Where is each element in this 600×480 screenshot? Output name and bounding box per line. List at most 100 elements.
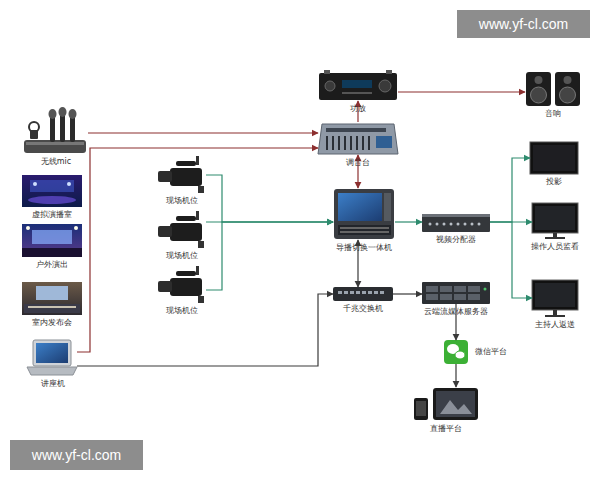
device-node: 导播切换一体机 bbox=[333, 188, 395, 240]
monitor-icon bbox=[535, 283, 575, 307]
signal-connector bbox=[455, 364, 456, 387]
device-label: 虚拟演播室 bbox=[32, 210, 72, 220]
camera-icon bbox=[196, 156, 199, 165]
amplifier-icon bbox=[325, 81, 335, 91]
speaker-icon bbox=[560, 87, 576, 103]
server-icon bbox=[426, 294, 438, 300]
virtual-studio-photo bbox=[30, 180, 74, 192]
video-distributor-icon bbox=[436, 223, 439, 226]
amplifier-icon bbox=[386, 70, 392, 74]
monitor-icon bbox=[545, 237, 565, 239]
device-node: 讲座机 bbox=[28, 340, 77, 376]
switcher-console-icon bbox=[340, 231, 389, 233]
device-label: 调音台 bbox=[346, 158, 370, 168]
network-switch-icon bbox=[350, 291, 354, 294]
device-label: 主持人返送 bbox=[535, 320, 575, 330]
switcher-console-icon bbox=[338, 225, 391, 235]
device-label: 功放 bbox=[350, 104, 366, 114]
wireless-mic-icon bbox=[49, 109, 57, 119]
speaker-icon bbox=[555, 72, 580, 106]
laptop-icon bbox=[33, 340, 71, 366]
video-distributor-icon bbox=[478, 223, 481, 226]
wireless-mic-icon bbox=[30, 130, 38, 139]
network-switch-icon bbox=[333, 287, 393, 301]
signal-connector bbox=[206, 175, 333, 222]
amplifier-icon bbox=[342, 80, 372, 88]
indoor-launch-photo bbox=[28, 306, 76, 308]
mixer-icon bbox=[338, 136, 340, 150]
monitor-icon bbox=[532, 280, 578, 310]
live-platform-icon bbox=[440, 400, 472, 414]
camera-icon bbox=[158, 156, 204, 303]
server-icon bbox=[422, 282, 490, 304]
indoor-launch-photo bbox=[24, 304, 80, 313]
live-platform-icon bbox=[414, 398, 428, 420]
camera-icon bbox=[198, 186, 204, 193]
device-node: 云端流媒体服务器 bbox=[422, 282, 490, 304]
virtual-studio-photo bbox=[28, 196, 76, 204]
amplifier-icon bbox=[319, 73, 397, 100]
device-node: 直播平台 bbox=[412, 387, 479, 421]
device-node: 现场机位 bbox=[158, 212, 206, 248]
signal-connector bbox=[398, 91, 525, 92]
device-node: 虚拟演播室 bbox=[22, 175, 82, 207]
indoor-launch-photo bbox=[22, 282, 82, 315]
wireless-mic-icon bbox=[24, 140, 86, 153]
device-label: 导播切换一体机 bbox=[336, 243, 392, 253]
signal-connector bbox=[395, 221, 422, 222]
speaker-icon bbox=[526, 72, 551, 106]
device-node: 投影 bbox=[530, 142, 578, 174]
watermark: www.yf-cl.com bbox=[457, 10, 590, 38]
network-switch-icon bbox=[333, 287, 393, 301]
mixer-icon bbox=[326, 136, 328, 150]
camera-icon bbox=[196, 266, 199, 275]
camera-icon bbox=[196, 211, 199, 220]
network-switch-icon bbox=[338, 291, 342, 294]
server-icon bbox=[426, 286, 480, 300]
network-switch-icon bbox=[362, 291, 366, 294]
camera-icon bbox=[176, 216, 196, 221]
device-label: 室内发布会 bbox=[32, 318, 72, 328]
signal-connector bbox=[77, 294, 333, 366]
virtual-studio-photo bbox=[67, 182, 71, 186]
live-platform-icon bbox=[436, 391, 475, 417]
device-node: 调音台 bbox=[318, 122, 398, 155]
live-platform-icon bbox=[416, 401, 426, 416]
signal-connector bbox=[88, 132, 318, 133]
amplifier-icon bbox=[319, 70, 397, 100]
mixer-icon bbox=[356, 136, 358, 150]
server-icon bbox=[422, 282, 490, 304]
device-label: 微信平台 bbox=[475, 347, 507, 357]
amplifier-icon bbox=[324, 70, 330, 74]
network-switch-icon bbox=[338, 291, 384, 294]
monitor-icon bbox=[535, 206, 575, 230]
device-label: 现场机位 bbox=[166, 251, 198, 261]
mixer-icon bbox=[368, 136, 370, 150]
mixer-icon bbox=[326, 136, 370, 150]
switcher-console-icon bbox=[334, 189, 394, 239]
device-label: 千兆交换机 bbox=[343, 304, 383, 314]
switcher-console-icon bbox=[334, 189, 394, 239]
laptop-icon bbox=[27, 367, 77, 375]
video-distributor-icon bbox=[450, 223, 453, 226]
camera-icon bbox=[176, 271, 196, 276]
video-distributor-icon bbox=[464, 223, 467, 226]
device-node: 无线mic bbox=[24, 112, 88, 154]
device-label: 视频分配器 bbox=[436, 235, 476, 245]
monitor-icon bbox=[545, 315, 565, 317]
device-label: 现场机位 bbox=[166, 306, 198, 316]
virtual-studio-photo bbox=[33, 182, 37, 186]
device-label: 户外演出 bbox=[36, 260, 68, 270]
monitor-icon bbox=[532, 203, 578, 233]
camera-icon bbox=[198, 296, 204, 303]
outdoor-show-photo bbox=[74, 226, 78, 230]
device-node: 主持人返送 bbox=[532, 280, 578, 317]
network-switch-icon bbox=[344, 291, 348, 294]
mixer-icon bbox=[326, 128, 386, 132]
mixer-icon bbox=[362, 136, 364, 150]
speaker-icon bbox=[526, 72, 580, 106]
virtual-studio-photo bbox=[22, 175, 82, 207]
switcher-console-icon bbox=[338, 193, 382, 221]
